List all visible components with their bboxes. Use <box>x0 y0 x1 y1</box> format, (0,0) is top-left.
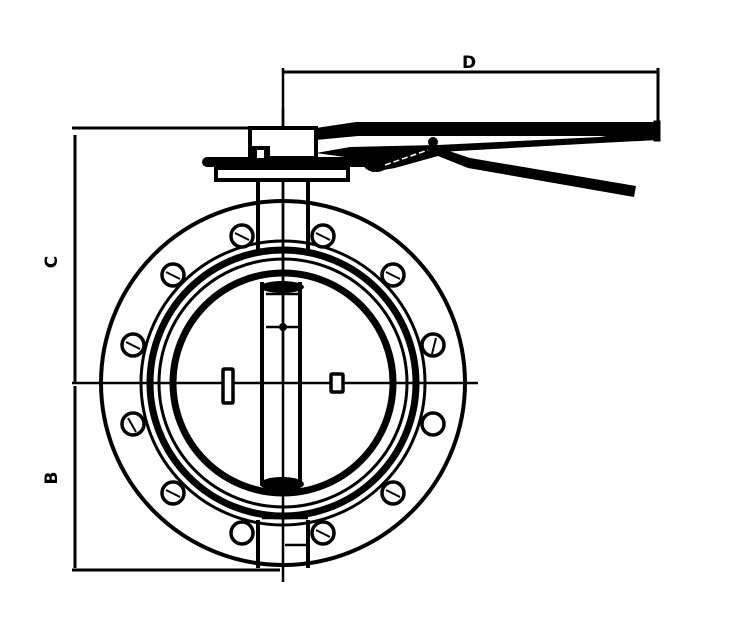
dimension-label-c: C <box>42 256 62 268</box>
mounting-pad <box>214 166 350 182</box>
handle-head <box>248 126 318 160</box>
stem <box>256 180 310 568</box>
body-ring <box>146 246 420 520</box>
disc-lug-left <box>221 367 235 405</box>
bolt-circle-inner-ring <box>139 239 427 527</box>
dimension-label-d: D <box>462 53 476 73</box>
bolt-hole <box>420 411 446 437</box>
dimension-d <box>281 68 660 383</box>
dimension-label-b: B <box>42 472 62 485</box>
disc-edge <box>169 269 397 497</box>
bolt-hole <box>229 520 255 546</box>
bolt-hole <box>120 411 146 437</box>
disc-lug-right <box>329 372 345 394</box>
handle-lever <box>316 120 661 158</box>
latch-lever <box>363 137 636 197</box>
flange-body <box>99 199 467 567</box>
disc-lugs <box>221 367 345 405</box>
stem-hubs <box>260 281 304 491</box>
dimension-b <box>72 386 280 572</box>
mounting-bar <box>202 157 370 167</box>
bolt-hole-marks <box>125 232 437 538</box>
seat-ring <box>157 257 409 509</box>
outer-flange-ring <box>99 199 467 567</box>
dimension-c <box>72 126 262 383</box>
bolt-hole <box>420 332 446 358</box>
top-flange-plate <box>214 166 350 182</box>
